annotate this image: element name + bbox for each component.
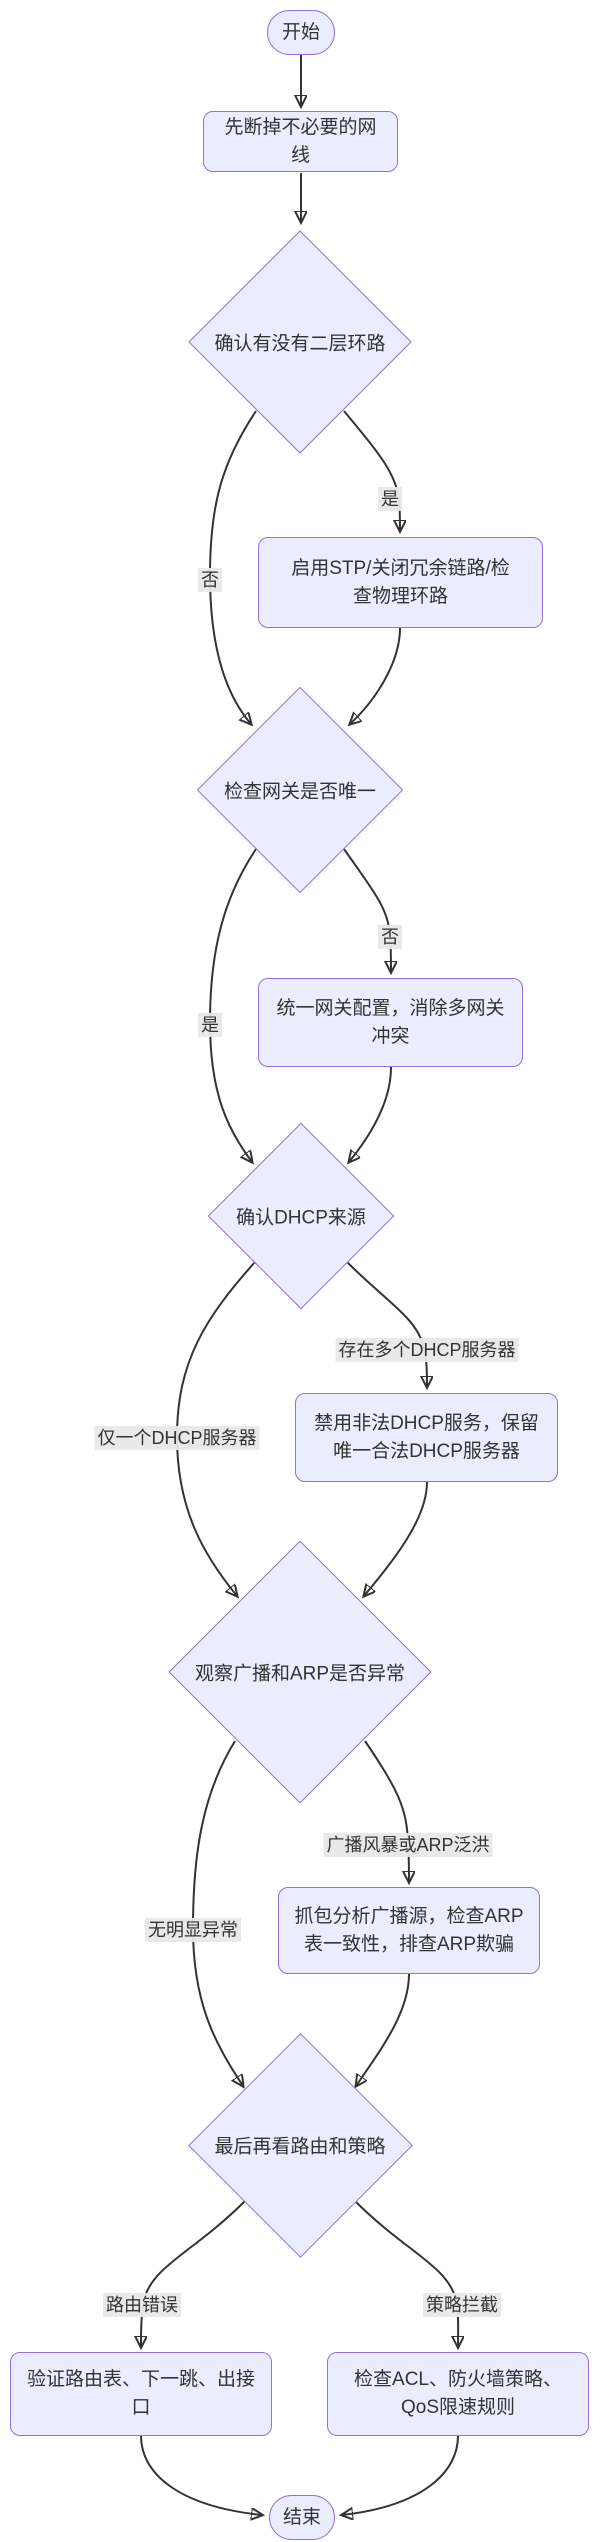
- edge-label-route-error: 路由错误: [103, 2293, 181, 2317]
- action-unify-gateway: 统一网关配置，消除多网关 冲突: [258, 978, 523, 1067]
- action-check-acl-label: 检查ACL、防火墙策略、 QoS限速规则: [354, 2369, 562, 2418]
- edge-dec2-act2: [343, 848, 391, 972]
- edge-act1-dec2: [350, 627, 401, 724]
- decision-route-policy-label: 最后再看路由和策略: [214, 2136, 386, 2158]
- edge-dec4-act4: [364, 1740, 409, 1882]
- node-end-label: 结束: [282, 2506, 321, 2528]
- edge-label-arp-storm: 广播风暴或ARP泛洪: [323, 1833, 493, 1857]
- edge-dec2-dec3: [208, 848, 257, 1162]
- edge-dec1-act1: [343, 410, 400, 531]
- decision-gateway-label: 检查网关是否唯一: [223, 781, 377, 803]
- node-start-label: 开始: [281, 21, 320, 43]
- action-unify-gateway-label: 统一网关配置，消除多网关 冲突: [276, 997, 505, 1047]
- edge-dec5-act6: [354, 2200, 458, 2347]
- edge-act4-dec5: [356, 1973, 410, 2086]
- action-dhcp-cleanup-label: 禁用非法DHCP服务，保留 唯一合法DHCP服务器: [314, 1412, 539, 1462]
- edge-label-l2-yes: 是: [378, 487, 402, 511]
- node-start: 开始: [267, 10, 335, 55]
- action-packet-capture: 抓包分析广播源，检查ARP 表一致性，排查ARP欺骗: [278, 1887, 540, 1974]
- edge-dec5-act5: [141, 2200, 246, 2347]
- edge-act2-dec3: [349, 1066, 392, 1162]
- edge-label-policy-block: 策略拦截: [423, 2293, 501, 2317]
- action-packet-capture-label: 抓包分析广播源，检查ARP 表一致性，排查ARP欺骗: [294, 1905, 524, 1955]
- edge-label-gw-no: 否: [378, 925, 402, 949]
- action-verify-route: 验证路由表、下一跳、出接 口: [10, 2352, 272, 2436]
- edge-label-gw-yes: 是: [198, 1013, 222, 1037]
- edge-label-dhcp-multi: 存在多个DHCP服务器: [335, 1338, 519, 1362]
- decision-l2-loop-label: 确认有没有二层环路: [214, 333, 386, 355]
- action-enable-stp-label: 启用STP/关闭冗余链路/检 查物理环路: [291, 557, 510, 607]
- action-verify-route-label: 验证路由表、下一跳、出接 口: [26, 2369, 255, 2418]
- action-enable-stp: 启用STP/关闭冗余链路/检 查物理环路: [258, 537, 543, 628]
- edge-dec3-act3: [346, 1261, 427, 1387]
- node-end: 结束: [269, 2495, 335, 2540]
- edge-act5-end: [140, 2435, 262, 2515]
- node-step-disconnect: 先断掉不必要的网线: [203, 111, 398, 172]
- decision-dhcp-label: 确认DHCP来源: [236, 1207, 366, 1229]
- edge-act3-dec4: [364, 1481, 428, 1596]
- edge-act6-end: [342, 2435, 459, 2515]
- action-check-acl: 检查ACL、防火墙策略、 QoS限速规则: [327, 2352, 589, 2436]
- edge-dec4-dec5: [191, 1740, 243, 2086]
- decision-broadcast-arp-label: 观察广播和ARP是否异常: [194, 1663, 406, 1685]
- node-step-disconnect-label: 先断掉不必要的网线: [224, 116, 377, 166]
- edge-label-l2-no: 否: [198, 568, 222, 592]
- action-dhcp-cleanup: 禁用非法DHCP服务，保留 唯一合法DHCP服务器: [295, 1393, 558, 1482]
- edge-label-arp-normal: 无明显异常: [145, 1918, 241, 1942]
- edge-label-dhcp-single: 仅一个DHCP服务器: [94, 1426, 260, 1450]
